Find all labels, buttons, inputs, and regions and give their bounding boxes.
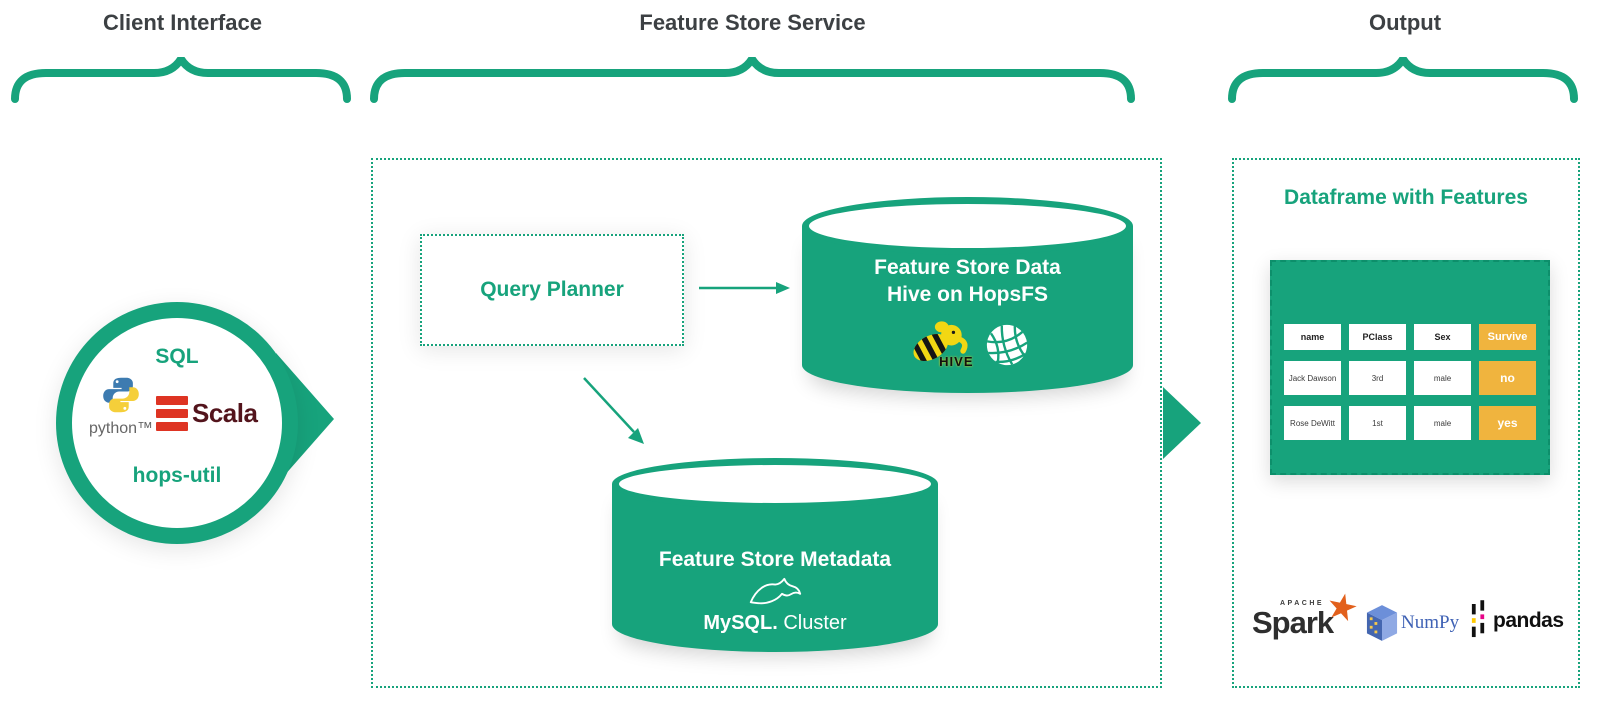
metadata-cylinder-top (612, 458, 938, 510)
metadata-cylinder-content: Feature Store Metadata MySQL. Cluster (612, 546, 938, 635)
df-cell-sex-2: male (1414, 406, 1471, 440)
output-heading: Output (1368, 10, 1442, 35)
apache-label: APACHE (1280, 600, 1325, 607)
arrow-to-data-icon (699, 282, 790, 294)
df-cell-pclass-1: 3rd (1349, 361, 1406, 395)
feature-store-metadata-cylinder: Feature Store Metadata MySQL. Cluster (612, 458, 938, 652)
mysql-label: MySQL. (703, 612, 778, 634)
scala-icon (156, 396, 188, 431)
sql-label: SQL (155, 345, 199, 368)
client-brace-icon (11, 57, 351, 103)
feature-store-data-title: Feature Store Data (874, 256, 1061, 279)
hive-bee-icon (909, 321, 968, 367)
python-icon (103, 377, 139, 413)
df-header-name: name (1284, 324, 1341, 350)
df-header-sex: Sex (1414, 324, 1471, 350)
df-cell-survive-2: yes (1479, 406, 1536, 440)
scala-logo: Scala (156, 396, 258, 431)
hive-logo: HIVE (906, 316, 974, 369)
df-header-survive: Survive (1479, 324, 1536, 350)
hops-util-label: hops-util (132, 464, 222, 487)
numpy-logo: NumPy (1366, 604, 1459, 642)
df-cell-sex-1: male (1414, 361, 1471, 395)
hopsfs-logo-icon (986, 324, 1028, 366)
output-box: Dataframe with Features name PClass Sex … (1232, 158, 1580, 688)
numpy-label: NumPy (1401, 612, 1460, 633)
dataframe-table: name PClass Sex Survive Jack Dawson 3rd … (1272, 262, 1548, 440)
df-cell-name-1: Jack Dawson (1284, 361, 1341, 395)
output-brace-icon (1228, 57, 1578, 103)
spark-logo: APACHE Spark ★ (1252, 587, 1364, 640)
mysql-cluster-label: MySQL. Cluster (612, 612, 938, 635)
feature-store-metadata-title: Feature Store Metadata (658, 548, 892, 571)
dataframe-title: Dataframe with Features (1284, 186, 1528, 209)
dataframe-panel: name PClass Sex Survive Jack Dawson 3rd … (1270, 260, 1550, 475)
python-label: python™ (88, 420, 154, 437)
pandas-bars-icon (1471, 600, 1485, 638)
client-interface-heading: Client Interface (103, 10, 262, 35)
feature-store-data-cylinder: Feature Store Data Hive on HopsFS (802, 197, 1133, 393)
df-header-pclass: PClass (1349, 324, 1406, 350)
spark-star-icon: ★ (1324, 586, 1360, 628)
feature-store-service-box (371, 158, 1162, 688)
service-to-output-arrow-icon (1163, 387, 1201, 459)
data-logos: HIVE (802, 316, 1133, 369)
data-cylinder-content: Feature Store Data Hive on HopsFS (802, 254, 1133, 369)
df-cell-survive-1: no (1479, 361, 1536, 395)
metadata-cylinder-body (612, 484, 938, 652)
hive-on-hopsfs-title: Hive on HopsFS (886, 283, 1049, 306)
arrow-to-metadata-icon (583, 377, 644, 444)
cluster-label: Cluster (783, 612, 847, 634)
query-planner-label: Query Planner (480, 278, 624, 301)
spark-wordmark: Spark (1252, 605, 1334, 640)
data-cylinder-top (802, 197, 1133, 255)
scala-label: Scala (192, 398, 258, 428)
df-cell-name-2: Rose DeWitt (1284, 406, 1341, 440)
service-brace-icon (370, 57, 1135, 103)
hive-label: HIVE (939, 354, 974, 369)
spark-label: Spark ★ (1252, 587, 1364, 640)
numpy-cube-icon (1366, 605, 1398, 641)
client-circle: SQL python™ Scala hops-util (56, 302, 298, 544)
feature-store-service-heading: Feature Store Service (639, 10, 866, 35)
pandas-logo: pandas (1470, 600, 1564, 642)
mysql-dolphin-icon (749, 577, 802, 605)
pandas-label: pandas (1493, 609, 1564, 632)
python-logo: python™ (78, 376, 164, 438)
query-planner-box: Query Planner (420, 234, 684, 346)
df-cell-pclass-2: 1st (1349, 406, 1406, 440)
